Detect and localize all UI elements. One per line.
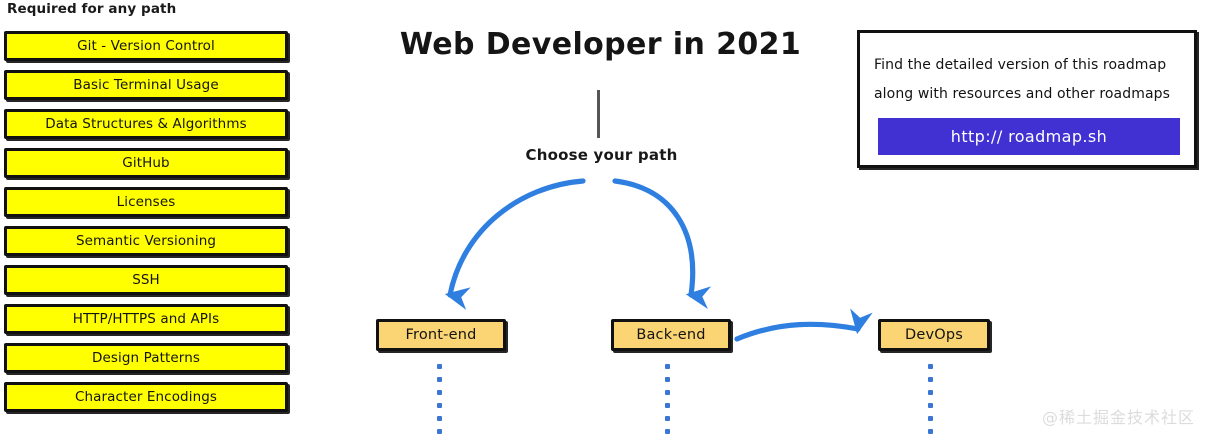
required-item-basic-terminal-usage[interactable]: Basic Terminal Usage — [4, 70, 288, 100]
required-item-design-patterns[interactable]: Design Patterns — [4, 343, 288, 373]
page-title-text: Web Developer in 2021 — [399, 27, 802, 62]
roadmap-url-label: http:// roadmap.sh — [950, 127, 1108, 146]
dotted-trail-back-end — [665, 364, 671, 436]
required-item-label: Git - Version Control — [77, 38, 215, 54]
required-item-label: HTTP/HTTPS and APIs — [72, 311, 220, 327]
required-item-git-version-control[interactable]: Git - Version Control — [4, 31, 288, 61]
required-item-licenses[interactable]: Licenses — [4, 187, 288, 217]
required-section-heading: Required for any path — [7, 1, 177, 17]
required-item-data-structures-algorithms[interactable]: Data Structures & Algorithms — [4, 109, 288, 139]
choose-your-path-label: Choose your path — [0, 146, 1207, 164]
choose-your-path-text: Choose your path — [525, 146, 678, 164]
path-node-label: Back-end — [636, 327, 706, 343]
arrow-to-backend — [612, 178, 712, 309]
title-stem-line — [597, 90, 600, 138]
required-item-label: Data Structures & Algorithms — [45, 116, 247, 132]
required-item-semantic-versioning[interactable]: Semantic Versioning — [4, 226, 288, 256]
path-node-front-end[interactable]: Front-end — [376, 319, 506, 351]
path-node-label: Front-end — [405, 327, 477, 343]
path-node-back-end[interactable]: Back-end — [611, 319, 731, 351]
required-item-ssh[interactable]: SSH — [4, 265, 288, 295]
required-item-label: SSH — [132, 272, 160, 288]
required-item-label: GitHub — [122, 155, 170, 171]
arrow-backend-to-devops — [734, 308, 873, 342]
required-item-label: Basic Terminal Usage — [73, 77, 219, 93]
info-box-line-1: Find the detailed version of this roadma… — [874, 57, 1167, 73]
roadmap-url-button[interactable]: http:// roadmap.sh — [878, 118, 1180, 155]
required-item-character-encodings[interactable]: Character Encodings — [4, 382, 288, 412]
required-item-http-https-and-apis[interactable]: HTTP/HTTPS and APIs — [4, 304, 288, 334]
required-item-label: Character Encodings — [74, 389, 218, 405]
required-for-any-path-section: Required for any path Git - Version Cont… — [0, 0, 300, 436]
dotted-trail-front-end — [437, 364, 443, 436]
dotted-trail-devops — [928, 364, 934, 436]
required-item-label: Design Patterns — [91, 350, 200, 366]
path-node-devops[interactable]: DevOps — [878, 319, 990, 351]
required-item-label: Semantic Versioning — [75, 233, 217, 249]
info-box-line-2: along with resources and other roadmaps — [874, 86, 1171, 102]
watermark: @稀土掘金技术社区 — [1041, 408, 1195, 427]
roadmap-info-box: Find the detailed version of this roadma… — [857, 30, 1197, 168]
page-title: Web Developer in 2021 — [0, 27, 1207, 62]
required-item-github[interactable]: GitHub — [4, 148, 288, 178]
required-item-label: Licenses — [116, 194, 176, 210]
path-node-label: DevOps — [904, 327, 964, 343]
arrow-to-frontend — [444, 178, 586, 310]
